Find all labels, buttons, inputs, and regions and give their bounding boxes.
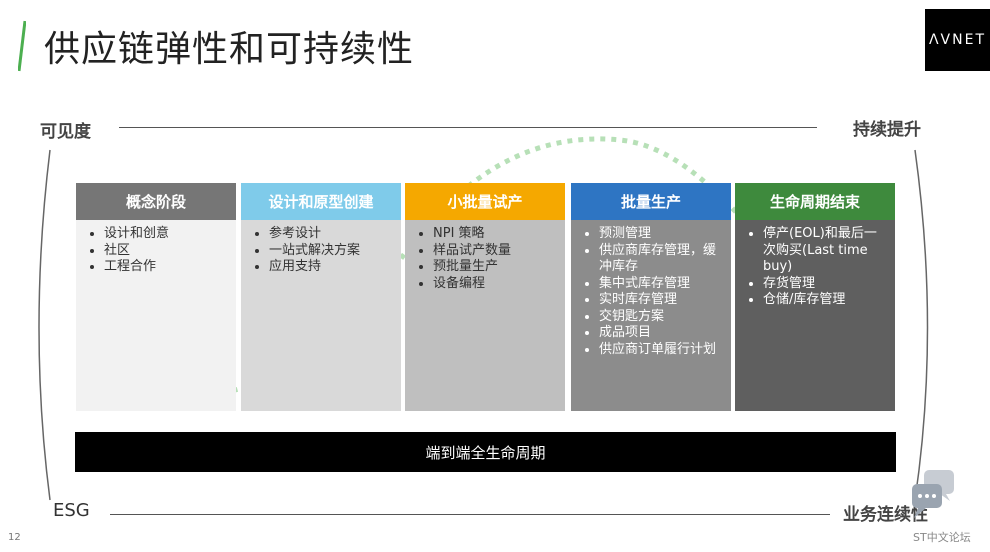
list-item: 预批量生产 xyxy=(433,259,557,276)
stage-end-of-life: 生命周期结束 停产(EOL)和最后一次购买(Last time buy) 存货管… xyxy=(735,183,895,411)
list-item: 仓储/库存管理 xyxy=(763,292,887,309)
stage-concept-header: 概念阶段 xyxy=(76,183,236,220)
title-accent-slash xyxy=(18,20,26,72)
avnet-logo: ΛVNET xyxy=(925,9,990,71)
stage-pilot-production-header: 小批量试产 xyxy=(405,183,565,220)
stage-design-prototype: 设计和原型创建 参考设计 一站式解决方案 应用支持 xyxy=(241,183,401,411)
list-item: 交钥匙方案 xyxy=(599,309,723,326)
list-item: 预测管理 xyxy=(599,226,723,243)
list-item: 社区 xyxy=(104,243,228,260)
stage-end-of-life-header: 生命周期结束 xyxy=(735,183,895,220)
page-number: 12 xyxy=(8,532,21,543)
list-item: 实时库存管理 xyxy=(599,292,723,309)
label-continuous-improvement: 持续提升 xyxy=(853,120,921,140)
right-bracket-arc xyxy=(914,149,929,501)
list-item: 集中式库存管理 xyxy=(599,276,723,293)
list-item: NPI 策略 xyxy=(433,226,557,243)
list-item: 设计和创意 xyxy=(104,226,228,243)
list-item: 参考设计 xyxy=(269,226,393,243)
stage-concept-body: 设计和创意 社区 工程合作 xyxy=(76,220,236,411)
stage-mass-production-header: 批量生产 xyxy=(571,183,731,220)
stage-design-prototype-header: 设计和原型创建 xyxy=(241,183,401,220)
left-bracket-arc xyxy=(38,149,51,501)
label-esg: ESG xyxy=(53,500,90,521)
list-item: 存货管理 xyxy=(763,276,887,293)
stage-mass-production-body: 预测管理 供应商库存管理，缓冲库存 集中式库存管理 实时库存管理 交钥匙方案 成… xyxy=(571,220,731,411)
list-item: 供应商订单履行计划 xyxy=(599,342,723,359)
stage-concept: 概念阶段 设计和创意 社区 工程合作 xyxy=(76,183,236,411)
chat-bubbles-icon xyxy=(912,470,954,518)
stage-end-of-life-body: 停产(EOL)和最后一次购买(Last time buy) 存货管理 仓储/库存… xyxy=(735,220,895,411)
list-item: 停产(EOL)和最后一次购买(Last time buy) xyxy=(763,226,887,276)
list-item: 一站式解决方案 xyxy=(269,243,393,260)
list-item: 工程合作 xyxy=(104,259,228,276)
top-divider-line xyxy=(119,127,817,128)
label-business-continuity: 业务连续性 xyxy=(843,505,928,525)
stage-design-prototype-body: 参考设计 一站式解决方案 应用支持 xyxy=(241,220,401,411)
bottom-divider-line xyxy=(110,514,830,515)
stage-pilot-production-body: NPI 策略 样品试产数量 预批量生产 设备编程 xyxy=(405,220,565,411)
label-visibility: 可见度 xyxy=(40,122,91,142)
stage-pilot-production: 小批量试产 NPI 策略 样品试产数量 预批量生产 设备编程 xyxy=(405,183,565,411)
stage-mass-production: 批量生产 预测管理 供应商库存管理，缓冲库存 集中式库存管理 实时库存管理 交钥… xyxy=(571,183,731,411)
slide-title: 供应链弹性和可持续性 xyxy=(44,29,415,70)
list-item: 应用支持 xyxy=(269,259,393,276)
list-item: 样品试产数量 xyxy=(433,243,557,260)
watermark-text: ST中文论坛 xyxy=(913,531,971,544)
list-item: 成品项目 xyxy=(599,325,723,342)
end-to-end-lifecycle-bar: 端到端全生命周期 xyxy=(75,432,896,472)
list-item: 设备编程 xyxy=(433,276,557,293)
list-item: 供应商库存管理，缓冲库存 xyxy=(599,243,723,276)
